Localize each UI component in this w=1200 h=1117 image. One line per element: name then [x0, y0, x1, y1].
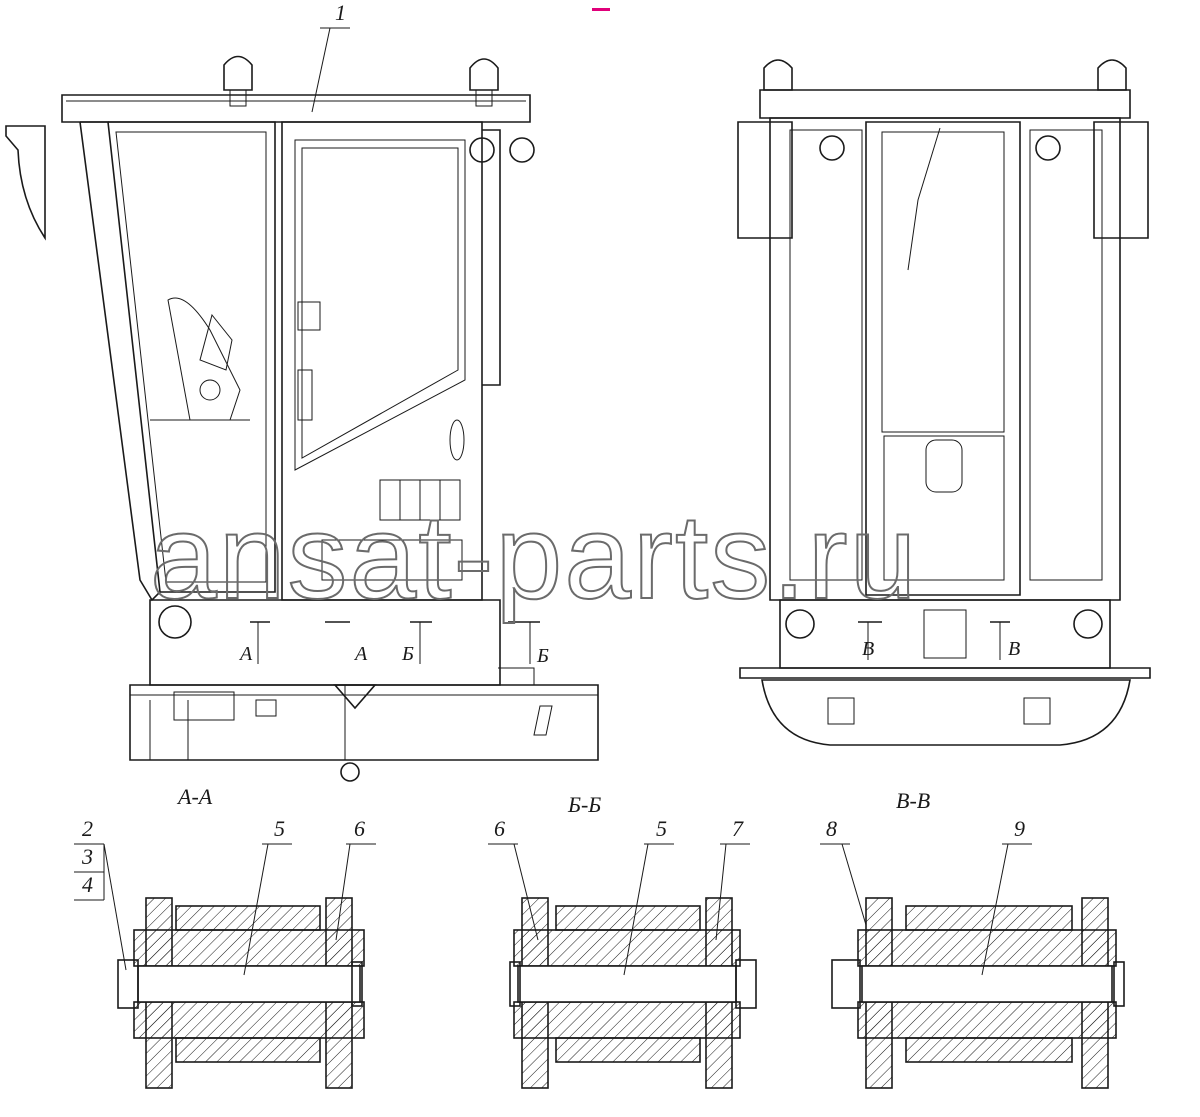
callout-3: 3: [81, 844, 93, 869]
section-title-aa: А-А: [176, 784, 213, 809]
callout-6-bb: 6: [494, 816, 505, 841]
callout-5-bb: 5: [656, 816, 667, 841]
callout-1: 1: [335, 0, 346, 25]
callout-9: 9: [1014, 816, 1025, 841]
cut-mark-b-right: Б: [536, 645, 549, 667]
cab-front-view: [737, 59, 1151, 746]
callouts: 1 2 3 4 5 6 6 5 7 8 9: [74, 0, 1032, 976]
cab-side-view: [5, 55, 599, 782]
callout-6-aa: 6: [354, 816, 365, 841]
watermark-text: ansat-parts.ru: [150, 490, 918, 624]
callout-7: 7: [732, 816, 744, 841]
cut-mark-v-right: В: [1008, 638, 1020, 660]
section-title-vv: В-В: [896, 788, 930, 813]
callout-8: 8: [826, 816, 837, 841]
cut-mark-a-left: А: [238, 643, 253, 665]
cut-mark-b-left: Б: [401, 643, 414, 665]
section-vv: [831, 897, 1125, 1089]
callout-2: 2: [82, 816, 93, 841]
cut-mark-a-right: А: [353, 643, 368, 665]
callout-4: 4: [82, 872, 93, 897]
section-bb: [509, 897, 757, 1089]
callout-5-aa: 5: [274, 816, 285, 841]
cut-mark-v-left: В: [862, 638, 874, 660]
section-title-bb: Б-Б: [567, 792, 601, 817]
top-mark: [592, 8, 610, 11]
section-aa: [117, 897, 365, 1089]
